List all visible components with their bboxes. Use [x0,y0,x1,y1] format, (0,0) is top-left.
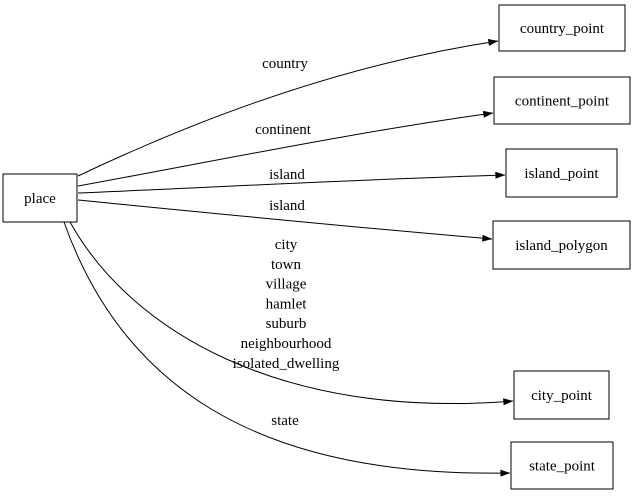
edge-label-city_point-line-0: city [275,237,298,253]
node-island_polygon: island_polygon [492,220,631,270]
node-label-city_point: city_point [531,388,593,404]
node-box-city_point [513,370,610,420]
edge-label-city_point-line-1: town [271,257,302,273]
node-box-continent_point [493,76,631,125]
node-box-island_polygon [492,220,631,270]
node-label-place: place [24,191,56,207]
nodes-layer: place country_point continent_point island_… [2,4,631,490]
node-city_point: city_point [513,370,610,420]
node-country_point: country_point [498,4,626,52]
node-box-state_point [510,441,614,490]
edge-place-country_point [77,38,499,177]
node-place: place [2,173,78,223]
edge-place-city_point [69,221,514,406]
edge-labels-layer: country continent island island city town vill… [233,56,340,429]
edge-place-island_point [77,171,506,194]
edge-label-country_point-line-0: country [262,56,308,72]
edges-layer [63,38,514,477]
edge-label-city_point-line-6: isolated_dwelling [233,356,340,372]
edge-label-city_point-line-5: neighbourhood [241,336,332,352]
edge-place-state_point [63,221,511,477]
node-continent_point: continent_point [493,76,631,125]
edge-place-continent_point [77,110,494,187]
node-label-island_polygon: island_polygon [515,238,608,254]
edge-label-city_point-line-2: village [266,277,307,293]
edge-label-city_point-line-4: suburb [266,316,307,332]
node-box-place [2,173,78,223]
node-label-country_point: country_point [520,21,605,37]
node-box-island_point [505,148,618,198]
node-state_point: state_point [510,441,614,490]
edge-label-continent_point-line-0: continent [255,122,312,138]
node-label-island_point: island_point [524,166,599,182]
node-box-country_point [498,4,626,52]
edge-place-island_polygon [77,199,493,242]
node-label-state_point: state_point [529,459,596,475]
edge-label-island_polygon-line-0: island [269,198,305,214]
edge-label-island_point-line-0: island [269,167,305,183]
node-island_point: island_point [505,148,618,198]
edge-label-state_point-line-0: state [271,413,299,429]
node-label-continent_point: continent_point [515,94,610,110]
edge-label-city_point-line-3: hamlet [266,296,308,312]
